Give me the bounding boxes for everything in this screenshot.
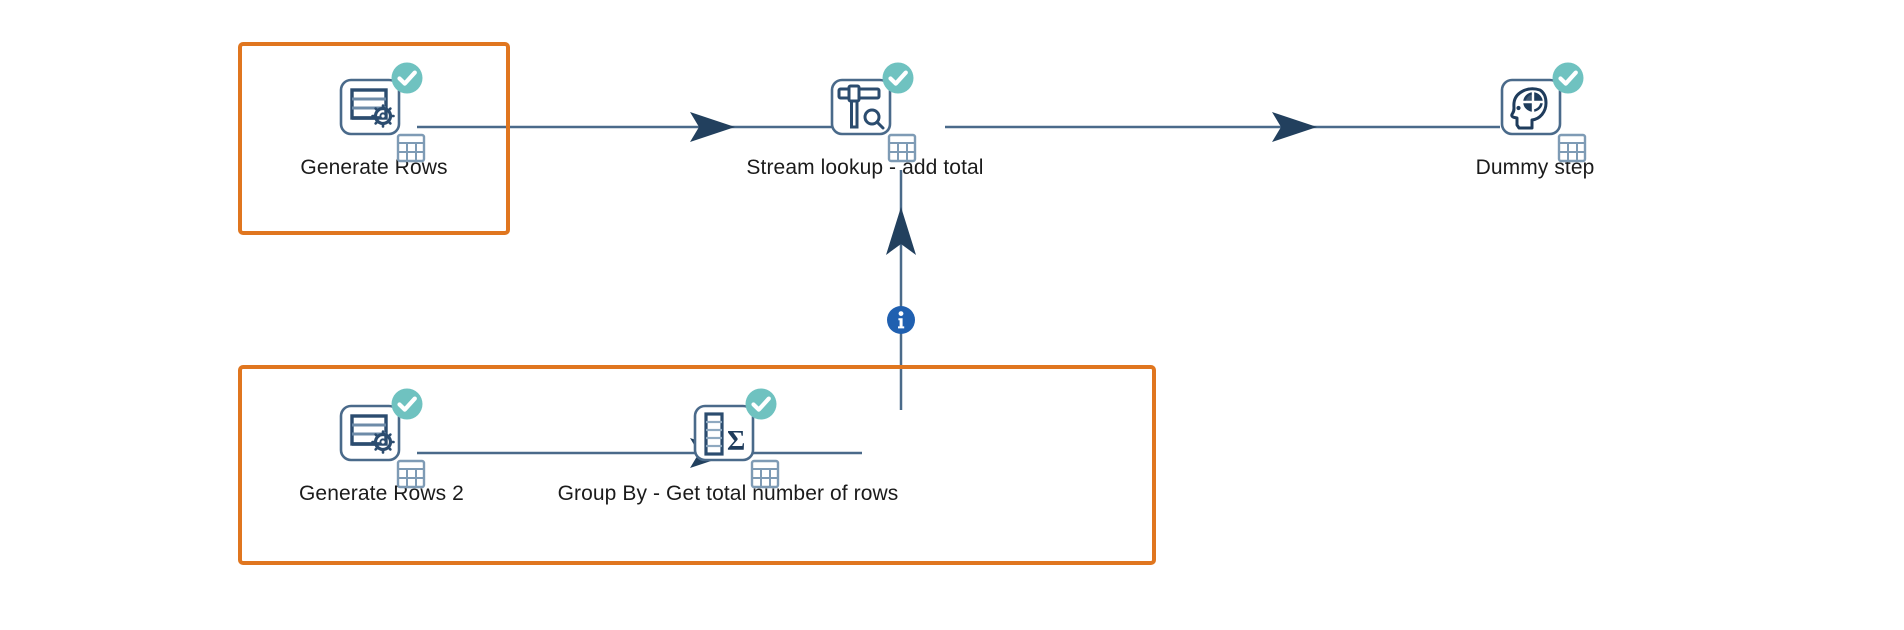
- selection-generate-rows[interactable]: [238, 42, 510, 235]
- group-by-sigma-icon: Σ: [693, 404, 755, 462]
- stream-lookup-icon-wrap[interactable]: [826, 62, 917, 163]
- hop-arrowhead-group-by-to-stream-lookup: [886, 207, 916, 255]
- generate-rows-icon: [339, 78, 401, 136]
- check-circle-icon: [391, 62, 423, 94]
- check-circle-icon: [882, 62, 914, 94]
- grid-table-icon: [396, 459, 426, 489]
- hop-arrowhead-stream-lookup-to-dummy-step: [1272, 112, 1317, 142]
- step-node-group-by[interactable]: Σ Group By - Get total number of rows: [518, 388, 938, 506]
- step-node-generate-rows-2[interactable]: Generate Rows 2: [299, 388, 464, 506]
- svg-text:Σ: Σ: [727, 426, 745, 457]
- grid-table-icon: [750, 459, 780, 489]
- check-circle-icon: [391, 388, 423, 420]
- info-badge-icon[interactable]: [886, 305, 916, 335]
- group-by-icon-wrap[interactable]: Σ: [689, 388, 780, 489]
- generate-rows-2-icon-wrap[interactable]: [335, 388, 426, 489]
- grid-table-icon: [887, 133, 917, 163]
- dummy-head-icon: [1500, 78, 1562, 136]
- stream-lookup-icon: [830, 78, 892, 136]
- step-node-generate-rows[interactable]: Generate Rows: [299, 62, 449, 180]
- grid-table-icon: [396, 133, 426, 163]
- generate-rows-icon: [339, 404, 401, 462]
- dummy-step-icon-wrap[interactable]: [1496, 62, 1587, 163]
- generate-rows-icon-wrap[interactable]: [335, 62, 426, 163]
- selection-group-block[interactable]: [238, 365, 1156, 565]
- grid-table-icon: [1557, 133, 1587, 163]
- check-circle-icon: [1552, 62, 1584, 94]
- step-label-stream-lookup: Stream lookup - add total: [746, 156, 984, 179]
- step-node-dummy-step[interactable]: Dummy step: [1460, 62, 1610, 180]
- step-node-stream-lookup[interactable]: Stream lookup - add total: [655, 62, 1075, 180]
- step-label-group-by: Group By - Get total number of rows: [557, 482, 899, 505]
- check-circle-icon: [745, 388, 777, 420]
